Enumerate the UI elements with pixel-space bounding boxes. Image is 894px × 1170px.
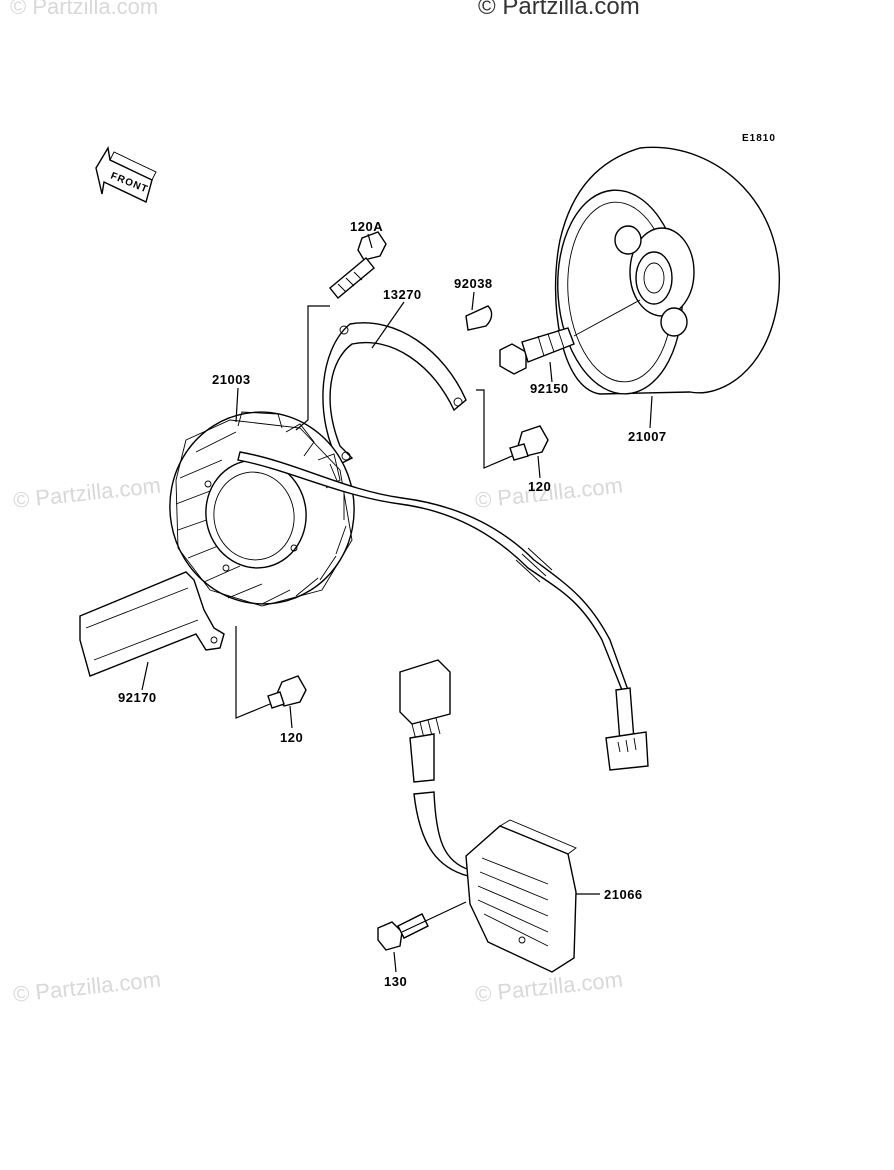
- label-92150: 92150: [530, 381, 569, 396]
- label-92038: 92038: [454, 276, 493, 291]
- watermark-bottom-left: © Partzilla.com: [12, 967, 162, 1007]
- regulator-21066: [399, 659, 577, 973]
- label-21003: 21003: [212, 372, 251, 387]
- stator-21003: [169, 411, 355, 607]
- plate-13270: [322, 322, 467, 465]
- bolt-120a: [329, 231, 387, 299]
- key-92038: [465, 305, 493, 331]
- cover-92170: [79, 571, 225, 677]
- watermark-top-left: © Partzilla.com: [10, 0, 158, 19]
- front-arrow-icon: FRONT: [95, 146, 157, 203]
- rotor-21007: [554, 146, 780, 395]
- label-120a: 120A: [350, 219, 383, 234]
- bolt-120-lower: [267, 675, 307, 709]
- label-92170: 92170: [118, 690, 157, 705]
- leader-lines: [141, 233, 653, 973]
- label-21066: 21066: [604, 887, 643, 902]
- label-21007: 21007: [628, 429, 667, 444]
- bolt-92150: [499, 299, 641, 375]
- label-120-upper: 120: [528, 479, 551, 494]
- watermark-bottom-right: © Partzilla.com: [474, 967, 624, 1007]
- label-120-lower: 120: [280, 730, 303, 745]
- watermark-mid-left: © Partzilla.com: [12, 473, 162, 513]
- diagram-code: E1810: [742, 133, 776, 144]
- bolt-120-upper: [509, 425, 549, 461]
- label-130: 130: [384, 974, 407, 989]
- bolt-130: [377, 913, 429, 951]
- label-13270: 13270: [383, 287, 422, 302]
- stator-harness: [237, 451, 649, 771]
- watermark-top-center: © Partzilla.com: [478, 0, 640, 20]
